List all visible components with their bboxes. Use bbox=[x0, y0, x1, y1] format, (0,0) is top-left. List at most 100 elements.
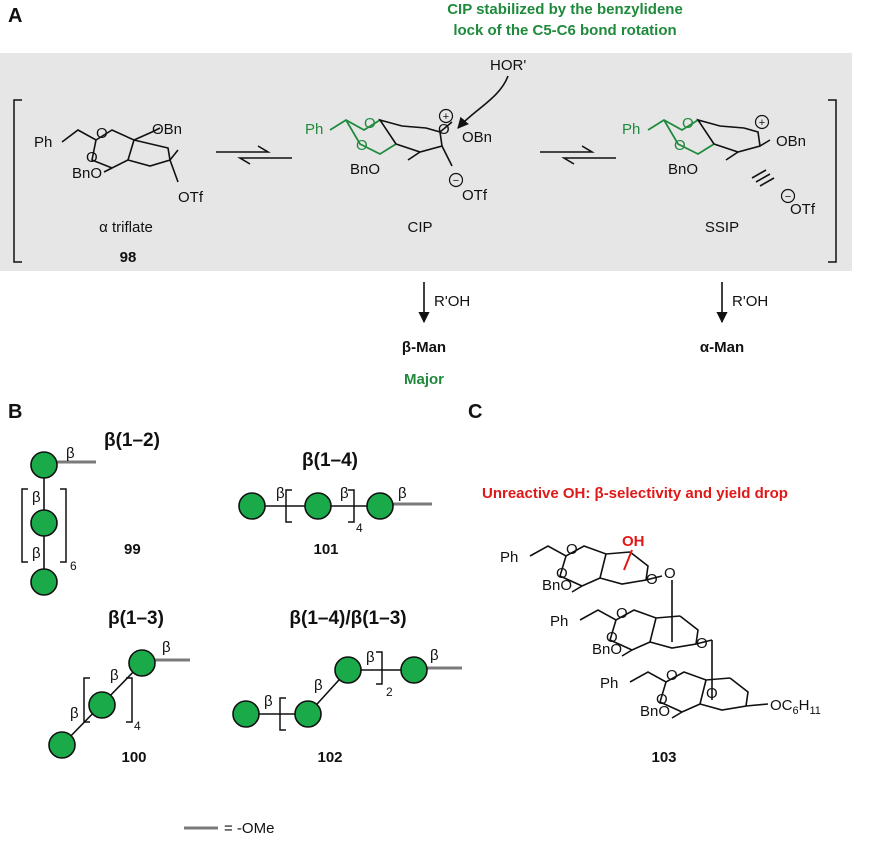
bno-label: BnO bbox=[640, 703, 670, 720]
cip-structure: Ph O O O + OBn BnO − OTf bbox=[305, 108, 492, 204]
structure-102 bbox=[232, 651, 462, 731]
compound-98-number: 98 bbox=[120, 249, 137, 266]
beta-man-product: β-Man bbox=[402, 339, 446, 356]
ph-label: Ph bbox=[622, 121, 640, 138]
ring-oxygen: O bbox=[86, 149, 98, 166]
ph-label: Ph bbox=[600, 675, 618, 692]
minus-sign: − bbox=[785, 191, 791, 203]
mannose-bead bbox=[238, 492, 266, 520]
ph-label: Ph bbox=[550, 613, 568, 630]
ring-oxygen: O bbox=[706, 685, 718, 702]
nucleophile-label: HOR' bbox=[490, 57, 526, 74]
beta-label: β bbox=[66, 445, 75, 462]
ring-oxygen: O bbox=[674, 137, 686, 154]
beta-label: β bbox=[366, 649, 375, 666]
scheme-background bbox=[0, 53, 852, 271]
nucleophile-attack-arrow bbox=[457, 75, 509, 129]
beta-label: β bbox=[32, 545, 41, 562]
beta-label: β bbox=[162, 639, 171, 656]
bno-label: BnO bbox=[668, 161, 698, 178]
ring-oxygen: O bbox=[566, 541, 578, 558]
glycosidic-oxygen: O bbox=[664, 565, 676, 582]
repeat-count: 4 bbox=[356, 521, 363, 535]
bno-label: BnO bbox=[72, 165, 102, 182]
ring-oxygen: O bbox=[656, 691, 668, 708]
minus-sign: − bbox=[453, 175, 459, 187]
ssip-structure: Ph O O + OBn BnO − OTf bbox=[622, 114, 816, 218]
panel-c-label: C bbox=[468, 401, 482, 423]
compound-101-number: 101 bbox=[313, 541, 338, 558]
compound-100-number: 100 bbox=[121, 749, 146, 766]
panel-c-title: Unreactive OH: β-selectivity and yield d… bbox=[482, 485, 788, 502]
beta-label: β bbox=[398, 485, 407, 502]
aglycone-label: OC6H11 bbox=[770, 697, 821, 717]
linkage-100: β(1–3) bbox=[108, 608, 164, 629]
repeat-bracket bbox=[21, 488, 28, 563]
obn-label: OBn bbox=[462, 129, 492, 146]
mannose-bead bbox=[30, 451, 58, 479]
compound-99-number: 99 bbox=[124, 541, 141, 558]
structure-99 bbox=[21, 451, 96, 596]
repeat-bracket bbox=[126, 677, 133, 723]
mannose-bead bbox=[48, 731, 76, 759]
left-bracket bbox=[13, 99, 22, 263]
equilibrium-arrows-1 bbox=[216, 145, 292, 165]
ph-label: Ph bbox=[305, 121, 323, 138]
ring-oxygen: O bbox=[682, 115, 694, 132]
plus-sign: + bbox=[759, 117, 765, 129]
unreactive-oh-bond bbox=[623, 549, 633, 571]
mannose-bead bbox=[30, 568, 58, 596]
mannose-bead bbox=[128, 649, 156, 677]
unreactive-oh-label: OH bbox=[622, 533, 645, 550]
reagent-rohe-2: R'OH bbox=[732, 293, 768, 310]
mannose-bead bbox=[366, 492, 394, 520]
bno-label: BnO bbox=[350, 161, 380, 178]
repeat-count: 2 bbox=[386, 685, 393, 699]
repeat-count: 4 bbox=[134, 719, 141, 733]
ring-oxygen: O bbox=[666, 667, 678, 684]
beta-label: β bbox=[110, 667, 119, 684]
right-bracket bbox=[828, 99, 837, 263]
otf-label: OTf bbox=[178, 189, 204, 206]
ring-oxygen: O bbox=[606, 629, 618, 646]
repeat-bracket bbox=[60, 488, 67, 563]
otf-label: OTf bbox=[462, 187, 488, 204]
linkage-101: β(1–4) bbox=[302, 450, 358, 471]
panel-b-label: B bbox=[8, 401, 22, 423]
beta-label: β bbox=[276, 485, 285, 502]
major-note: Major bbox=[404, 371, 444, 388]
mannose-bead bbox=[88, 691, 116, 719]
obn-label: OBn bbox=[152, 121, 182, 138]
repeat-bracket bbox=[285, 489, 292, 523]
negative-charge-icon bbox=[448, 172, 464, 188]
alpha-triflate-caption: α triflate bbox=[99, 219, 153, 236]
bno-label: BnO bbox=[592, 641, 622, 658]
reagent-rohe-1: R'OH bbox=[434, 293, 470, 310]
ring-oxygen: O bbox=[646, 571, 658, 588]
alpha-triflate-structure: Ph O O OBn BnO OTf bbox=[34, 121, 204, 206]
equilibrium-arrows-2 bbox=[540, 145, 616, 165]
negative-charge-icon bbox=[780, 188, 796, 204]
panel-a-header-line1: CIP stabilized by the benzylidene bbox=[447, 1, 683, 18]
ph-label: Ph bbox=[34, 134, 52, 151]
ring-oxygen: O bbox=[616, 605, 628, 622]
repeat-count: 6 bbox=[70, 559, 77, 573]
ring-oxygen: O bbox=[364, 115, 376, 132]
structure-100 bbox=[48, 649, 190, 759]
cip-caption: CIP bbox=[407, 219, 432, 236]
ring-oxygen: O bbox=[696, 635, 708, 652]
otf-label: OTf bbox=[790, 201, 816, 218]
beta-label: β bbox=[264, 693, 273, 710]
obn-label: OBn bbox=[776, 133, 806, 150]
linkage-99: β(1–2) bbox=[104, 430, 160, 451]
mannose-bead bbox=[30, 509, 58, 537]
beta-label: β bbox=[314, 677, 323, 694]
repeat-bracket bbox=[279, 697, 286, 731]
beta-label: β bbox=[430, 647, 439, 664]
linkage-102: β(1–4)/β(1–3) bbox=[289, 608, 406, 629]
compound-102-number: 102 bbox=[317, 749, 342, 766]
ph-label: Ph bbox=[500, 549, 518, 566]
mannose-bead bbox=[400, 656, 428, 684]
beta-label: β bbox=[32, 489, 41, 506]
